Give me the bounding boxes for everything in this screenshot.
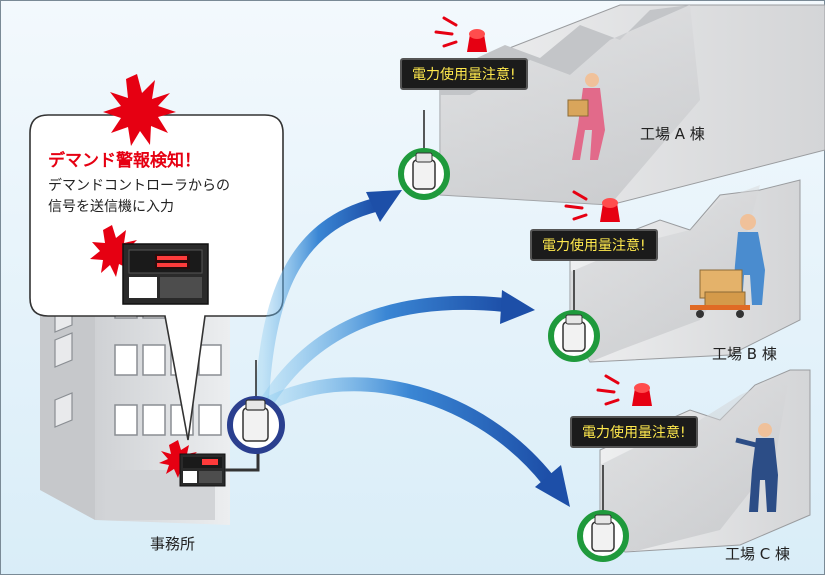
factory-a-label: 工場 A 棟 [640, 125, 705, 143]
factory-b-label: 工場 B 棟 [712, 345, 777, 363]
alert-starburst-icon [103, 74, 176, 146]
office-building [40, 250, 230, 525]
arrow-to-factory-c [265, 377, 555, 487]
factory-b [548, 179, 801, 363]
arrow-head-c [535, 465, 570, 507]
factory-c-label: 工場 C 棟 [725, 545, 791, 563]
receiver-b [548, 270, 600, 362]
beacon-rays-b [564, 190, 588, 221]
arrow-head-a [366, 190, 402, 222]
beacon-rays-a [434, 16, 458, 48]
arrow-to-factory-a [255, 198, 382, 407]
beacon-lamp-a [467, 34, 487, 52]
demand-controller-large [90, 225, 209, 305]
callout-line-2: 信号を送信機に入力 [48, 199, 174, 215]
factory-c [577, 369, 811, 562]
beacon-lamp-b [600, 203, 620, 222]
callout-line-1: デマンドコントローラからの [48, 178, 230, 194]
worker-a [567, 73, 605, 160]
receiver-a [398, 110, 450, 200]
beacon-rays-c [596, 374, 620, 406]
worker-c [735, 423, 778, 512]
demand-controller-small [159, 428, 260, 487]
office-label: 事務所 [150, 535, 196, 553]
factory-c-warning-sign: 電力使用量注意! [570, 416, 698, 448]
worker-b [690, 214, 765, 318]
factory-b-warning-sign: 電力使用量注意! [530, 229, 658, 261]
signal-arrows [255, 190, 570, 507]
receiver-c [577, 465, 629, 562]
arrow-to-factory-b [261, 295, 512, 407]
transmitter-device [227, 360, 285, 454]
callout-body: デマンドコントローラからの 信号を送信機に入力 [48, 176, 230, 218]
arrow-head-b [500, 290, 535, 324]
factory-a-warning-sign: 電力使用量注意! [400, 58, 528, 90]
callout-title: デマンド警報検知！ [48, 151, 201, 171]
beacon-lamp-c [632, 388, 652, 406]
